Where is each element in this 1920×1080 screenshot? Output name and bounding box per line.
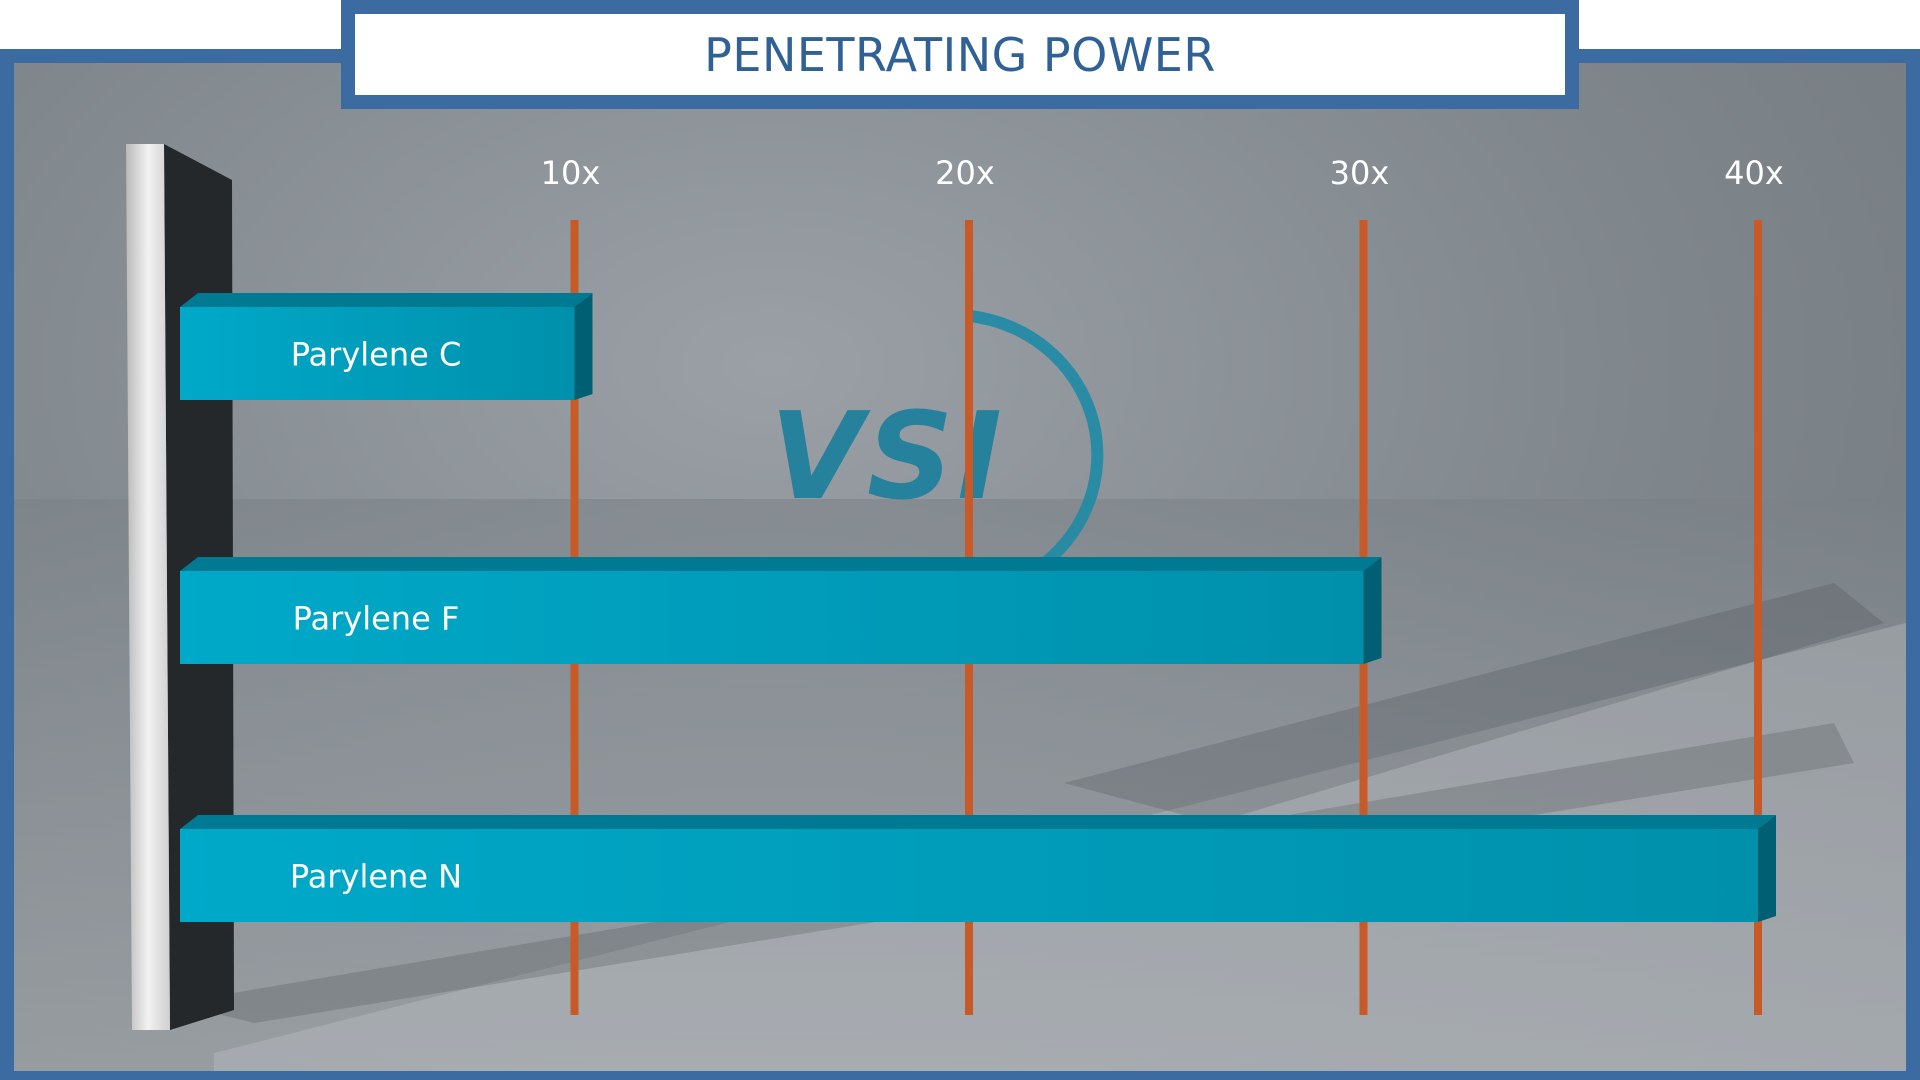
bar-top xyxy=(180,815,1776,829)
title-inner: PENETRATING POWER xyxy=(355,14,1565,95)
bar-end xyxy=(1758,815,1776,922)
bar-group: Parylene N xyxy=(180,815,1776,922)
gridline-40 xyxy=(1754,220,1762,1015)
bar-group: Parylene F xyxy=(180,557,1382,664)
vsi-logo: VSI xyxy=(770,310,1104,575)
bar-label: Parylene N xyxy=(290,858,462,896)
bar xyxy=(180,829,1758,922)
vsi-logo-text: VSI xyxy=(770,388,1006,527)
bar-top xyxy=(180,557,1382,571)
bar-top xyxy=(180,293,593,307)
bar-end xyxy=(1363,557,1382,664)
bar xyxy=(180,307,575,400)
bar xyxy=(180,571,1364,664)
bar-end xyxy=(574,293,593,400)
bar-label: Parylene F xyxy=(293,600,460,638)
x-tick-label: 40x xyxy=(1724,154,1784,192)
x-tick-label: 10x xyxy=(541,154,601,192)
title-box: PENETRATING POWER xyxy=(341,0,1579,109)
vsi-logo-arc xyxy=(969,310,1104,575)
chart-title: PENETRATING POWER xyxy=(704,27,1216,82)
bar-label: Parylene C xyxy=(291,336,462,374)
x-tick-label: 20x xyxy=(935,154,995,192)
x-tick-label: 30x xyxy=(1330,154,1390,192)
axis-post-front xyxy=(126,144,170,1030)
bar-group: Parylene C xyxy=(180,293,593,400)
